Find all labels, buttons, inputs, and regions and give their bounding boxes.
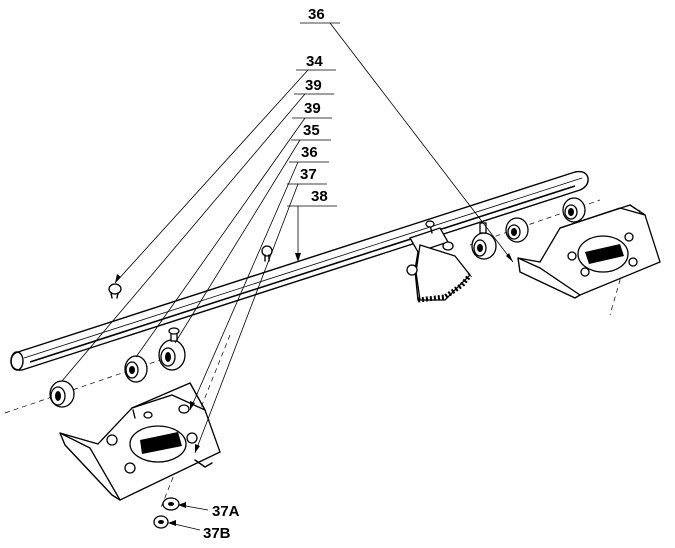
right-bracket xyxy=(517,204,661,299)
label-37A: 37A xyxy=(212,503,240,520)
label-39-a: 39 xyxy=(305,77,322,94)
collar-35 xyxy=(158,327,186,371)
pin-near-shaft xyxy=(261,245,273,262)
bearing-ring-right-b xyxy=(562,197,586,223)
label-35: 35 xyxy=(303,122,320,139)
nut-37B xyxy=(153,515,169,529)
label-39-b: 39 xyxy=(304,100,321,117)
collar-right xyxy=(471,222,497,260)
bearing-ring-right-a xyxy=(505,217,529,243)
center-axis-left xyxy=(4,354,176,414)
label-34: 34 xyxy=(306,53,323,70)
shaft xyxy=(10,170,589,371)
label-36: 36 xyxy=(301,144,318,161)
sector-gear-assembly xyxy=(406,220,472,303)
left-bracket xyxy=(59,382,221,501)
label-37B: 37B xyxy=(203,525,231,542)
label-37: 37 xyxy=(300,166,317,183)
screw-34 xyxy=(108,283,122,299)
washer-37A xyxy=(162,497,180,511)
bearing-ring-39a xyxy=(49,380,75,408)
leader-lines xyxy=(61,22,514,531)
bearing-ring-39b xyxy=(124,355,148,383)
label-top-36: 36 xyxy=(308,6,325,23)
label-38: 38 xyxy=(311,188,328,205)
